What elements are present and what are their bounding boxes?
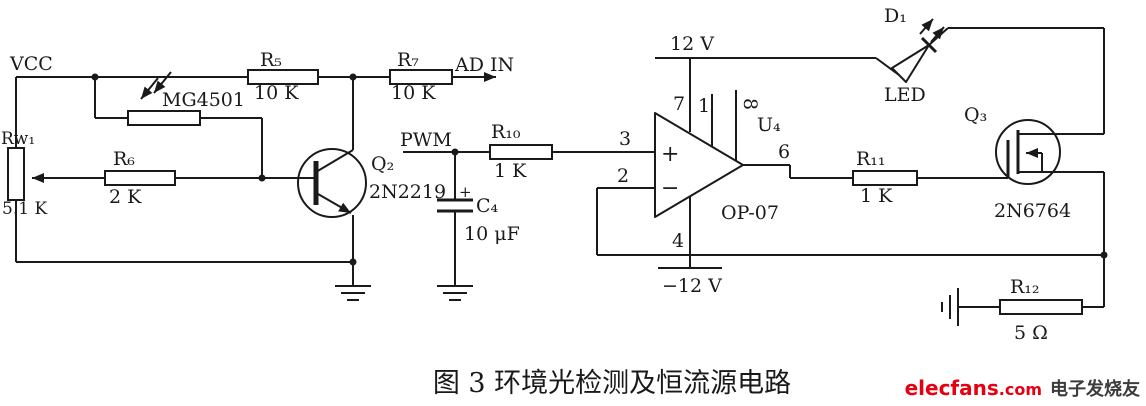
r11-ref-label: R₁₁ (856, 148, 886, 170)
mosfet-q3: Q₃ 2N6764 (964, 104, 1071, 222)
led-emission-arrow-icon (919, 18, 934, 35)
pwm-label: PWM (400, 129, 452, 151)
led-emission-arrow-icon (930, 26, 945, 43)
q3-ref-label: Q₃ (964, 104, 987, 126)
opamp-pin3-label: 3 (619, 128, 631, 150)
circuit-wires (15, 27, 1108, 308)
vcc-label: VCC (9, 53, 53, 75)
r12-value-label: 5 Ω (1014, 322, 1048, 344)
potentiometer-rw1: Rw₁ 5.1 K (1, 129, 105, 219)
resistor-r12: R₁₂ 5 Ω (999, 276, 1083, 344)
q2-part-label: 2N2219 (369, 181, 446, 203)
resistor-r5: R₅ 10 K (247, 49, 319, 104)
r11-value-label: 1 K (860, 185, 893, 207)
r5-value-label: 10 K (254, 82, 299, 104)
c4-value-label: 10 μF (464, 223, 520, 245)
q3-part-label: 2N6764 (994, 200, 1071, 222)
photoresistor-mg4501: MG4501 (127, 71, 245, 126)
r7-ref-label: R₇ (397, 49, 419, 71)
r7-value-label: 10 K (391, 82, 436, 104)
ground-symbol-r12 (941, 288, 959, 326)
watermark-domain: .com (999, 380, 1042, 399)
resistor-r11: R₁₁ 1 K (852, 148, 918, 207)
c4-ref-label: C₄ (476, 195, 499, 217)
r6-value-label: 2 K (109, 186, 142, 208)
r12-ref-label: R₁₂ (1010, 276, 1040, 298)
resistor-r6: R₆ 2 K (104, 148, 176, 208)
opamp-part-label: OP-07 (721, 202, 779, 224)
r10-ref-label: R₁₀ (491, 121, 521, 143)
r10-value-label: 1 K (494, 160, 527, 182)
opamp-pin6-label: 6 (778, 141, 790, 163)
opamp-u4: + − 3 2 7 1 8 6 4 U₄ OP-07 (617, 93, 790, 252)
figure-caption: 图 3 环境光检测及恒流源电路 (433, 368, 791, 399)
resistor-r10: R₁₀ 1 K (489, 121, 553, 182)
c4-polarity-label: + (459, 183, 472, 201)
transistor-q2: Q₂ 2N2219 (297, 148, 446, 218)
opamp-pin4-label: 4 (672, 230, 684, 252)
watermark-slogan: 电子发烧友 (1050, 378, 1140, 400)
opamp-pin7-label: 7 (673, 93, 685, 115)
opamp-pin8-label: 8 (739, 98, 761, 110)
led-d1: D₁ LED (884, 5, 945, 106)
q2-ref-label: Q₂ (371, 153, 394, 175)
capacitor-c4: + C₄ 10 μF (437, 183, 520, 245)
rw1-ref-label: Rw₁ (1, 129, 35, 149)
light-arrow-icon (153, 71, 172, 94)
ground-symbol-c4 (437, 285, 473, 301)
positive-supply-label: 12 V (670, 33, 714, 55)
opamp-pin2-label: 2 (617, 165, 629, 187)
led-diode-icon (891, 44, 930, 83)
mg4501-part-label: MG4501 (162, 89, 245, 111)
rw1-value-label: 5.1 K (2, 199, 47, 219)
watermark: elecfans.com 电子发烧友 (905, 376, 1140, 400)
d1-ref-label: D₁ (884, 5, 907, 27)
r6-ref-label: R₆ (113, 148, 135, 170)
opamp-minus-sign: − (661, 176, 679, 201)
d1-type-label: LED (884, 84, 926, 106)
ad-in-label: AD IN (454, 54, 514, 76)
r5-ref-label: R₅ (260, 49, 282, 71)
resistor-r7: R₇ 10 K (389, 49, 453, 104)
opamp-ref-label: U₄ (757, 114, 781, 136)
ground-symbol-q2 (335, 262, 371, 301)
opamp-plus-sign: + (661, 142, 679, 167)
negative-supply-label: −12 V (662, 275, 722, 297)
watermark-brand: elecfans (905, 376, 999, 400)
opamp-pin1-label: 1 (698, 95, 710, 117)
